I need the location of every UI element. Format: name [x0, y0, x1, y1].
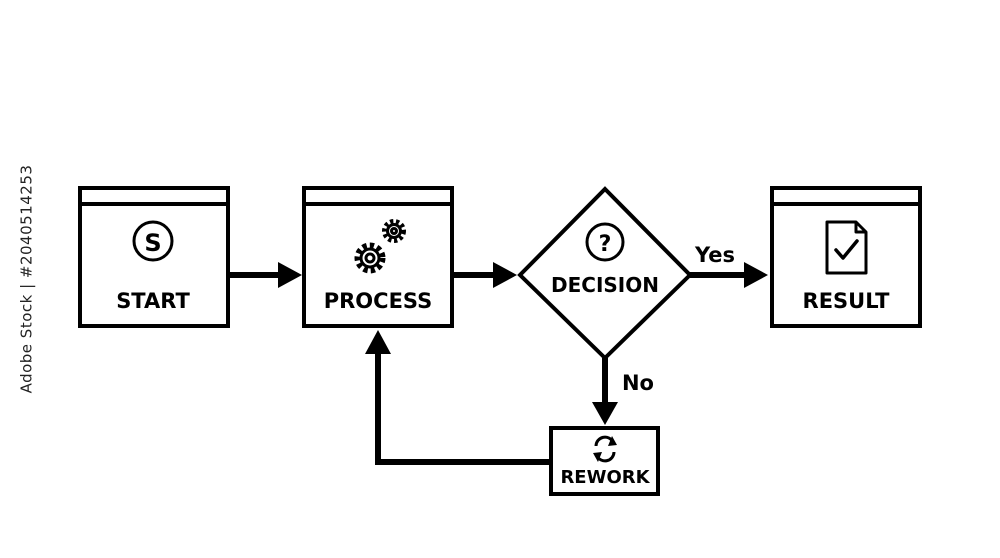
arrow-start-to-process: [228, 262, 302, 288]
decision-label: DECISION: [551, 273, 659, 297]
arrow-rework-to-process: [365, 330, 551, 465]
decision-node: ? DECISION: [517, 186, 693, 361]
arrow-decision-to-rework: [592, 358, 618, 425]
rework-label: REWORK: [560, 467, 650, 488]
process-node: PROCESS: [302, 186, 454, 328]
s-circle-icon: S: [132, 220, 174, 262]
gears-icon: [354, 219, 406, 274]
process-label: PROCESS: [324, 289, 432, 313]
result-node: RESULT: [770, 186, 922, 328]
watermark-text: Adobe Stock | #204051425​3: [17, 164, 36, 394]
svg-text:?: ?: [599, 232, 612, 257]
rework-node: REWORK: [549, 426, 660, 496]
arrow-decision-to-result: [690, 262, 768, 288]
svg-text:S: S: [144, 229, 161, 257]
start-node: S START: [78, 186, 230, 328]
document-check-icon: [825, 220, 868, 275]
refresh-icon: [593, 435, 617, 463]
start-label: START: [116, 289, 190, 313]
result-label: RESULT: [803, 289, 891, 313]
stock-watermark: Adobe Stock | #204051425​3: [14, 0, 38, 558]
no-label: No: [622, 371, 654, 395]
question-circle-icon: ?: [585, 222, 625, 262]
arrow-process-to-decision: [452, 262, 517, 288]
yes-label: Yes: [694, 243, 735, 267]
